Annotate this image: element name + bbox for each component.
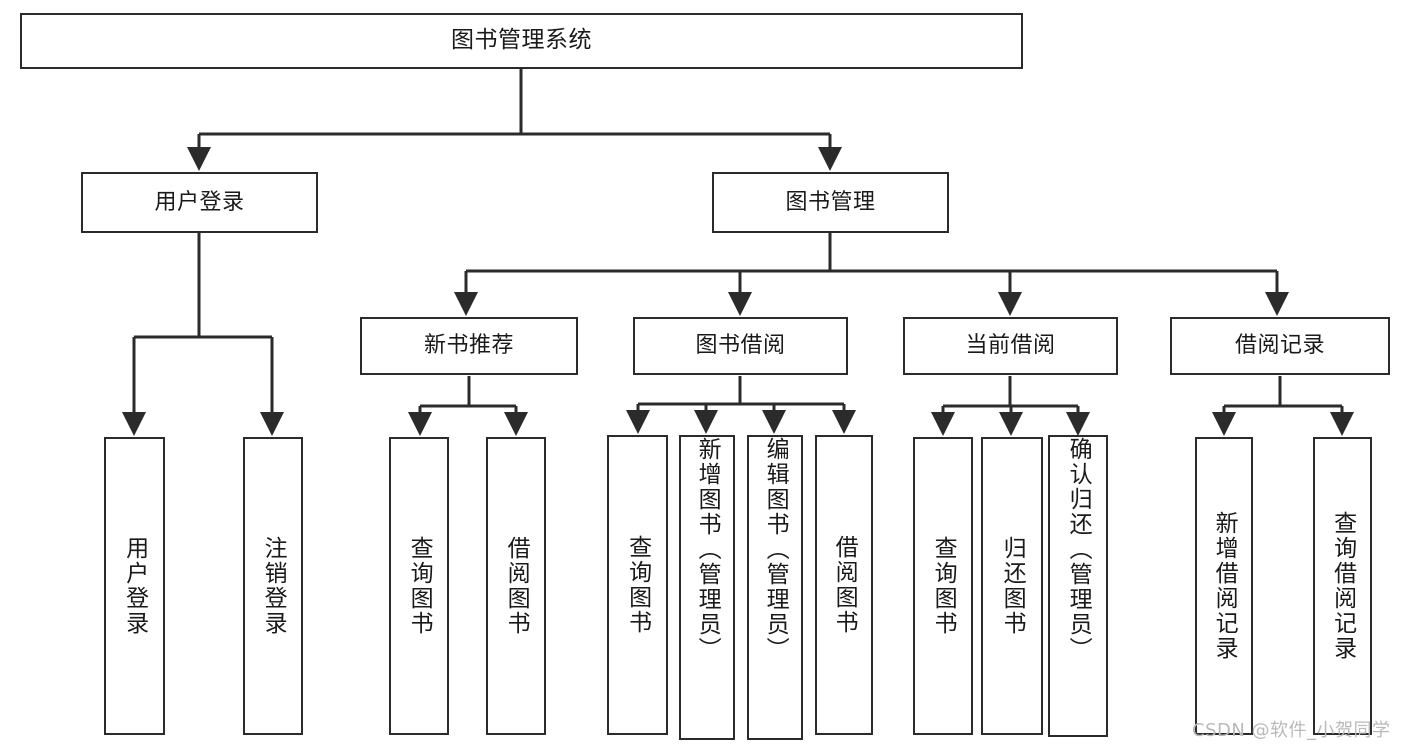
node-label: 新书推荐	[423, 333, 514, 359]
node-leaf-query-borrow-record[interactable]: 查询借阅记录	[1313, 437, 1372, 735]
node-label: 新增图书（管理员）	[694, 437, 721, 662]
node-label: 图书借阅	[695, 333, 786, 359]
node-label: 查询借阅记录	[1329, 511, 1356, 661]
node-new-book-recommend[interactable]: 新书推荐	[360, 317, 578, 375]
node-label: 图书管理	[785, 189, 876, 215]
node-label: 编辑图书（管理员）	[762, 437, 789, 662]
node-book-management[interactable]: 图书管理	[712, 172, 949, 233]
node-root-book-management-system[interactable]: 图书管理系统	[20, 13, 1023, 69]
node-leaf-add-borrow-record[interactable]: 新增借阅记录	[1195, 437, 1253, 735]
node-label: 借阅记录	[1234, 333, 1325, 359]
node-label: 当前借阅	[965, 333, 1056, 359]
node-label: 归还图书	[999, 536, 1026, 636]
node-label: 用户登录	[154, 189, 245, 215]
node-leaf-query-book-3[interactable]: 查询图书	[913, 437, 973, 735]
node-leaf-edit-book-admin[interactable]: 编辑图书（管理员）	[747, 435, 803, 740]
node-leaf-borrow-book-1[interactable]: 借阅图书	[486, 437, 546, 735]
node-leaf-confirm-return-admin[interactable]: 确认归还（管理员）	[1048, 435, 1108, 737]
node-leaf-query-book-1[interactable]: 查询图书	[389, 437, 449, 735]
node-label: 查询图书	[624, 535, 651, 635]
node-label: 用户登录	[121, 536, 148, 636]
node-label: 注销登录	[260, 536, 287, 636]
node-book-borrow[interactable]: 图书借阅	[633, 317, 848, 375]
csdn-watermark: CSDN @软件_小贺同学	[1192, 720, 1391, 741]
node-leaf-borrow-book-2[interactable]: 借阅图书	[815, 435, 873, 735]
node-current-borrow[interactable]: 当前借阅	[903, 317, 1118, 375]
node-label: 图书管理系统	[451, 27, 592, 54]
node-leaf-query-book-2[interactable]: 查询图书	[607, 435, 668, 735]
node-user-login[interactable]: 用户登录	[81, 172, 318, 233]
node-label: 借阅图书	[831, 535, 858, 635]
node-label: 确认归还（管理员）	[1065, 437, 1092, 662]
node-label: 新增借阅记录	[1211, 511, 1238, 661]
node-label: 查询图书	[930, 536, 957, 636]
node-borrow-record[interactable]: 借阅记录	[1170, 317, 1390, 375]
node-label: 借阅图书	[503, 536, 530, 636]
node-leaf-add-book-admin[interactable]: 新增图书（管理员）	[679, 435, 735, 740]
node-leaf-user-login[interactable]: 用户登录	[104, 437, 165, 735]
node-label: 查询图书	[406, 536, 433, 636]
node-leaf-return-book[interactable]: 归还图书	[981, 437, 1043, 735]
node-leaf-logout-login[interactable]: 注销登录	[243, 437, 303, 735]
